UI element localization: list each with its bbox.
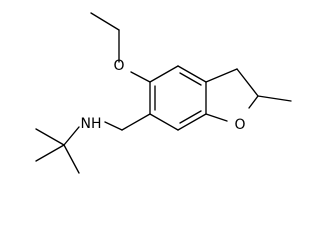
amine-bond	[63, 126, 80, 146]
ethoxy-bond	[90, 12, 120, 31]
aromatic-double-bond	[179, 110, 202, 124]
aromatic-bond	[149, 113, 179, 131]
methylene-bond	[121, 113, 151, 131]
ethoxy-bond	[130, 71, 151, 83]
benzene-ring	[149, 65, 207, 131]
ring-bond	[236, 68, 259, 97]
tert-butylaminomethyl-group	[35, 113, 151, 174]
amine-atom-label: NH	[81, 116, 102, 132]
tert-butyl-bond	[35, 128, 65, 146]
aromatic-double-bond	[179, 72, 202, 86]
aromatic-bond	[177, 65, 207, 83]
methyl-bond	[257, 95, 292, 102]
amine-bond	[104, 121, 123, 131]
tert-butyl-bond	[63, 144, 80, 174]
tert-butyl-bond	[35, 144, 65, 162]
ring-bond	[205, 68, 238, 83]
oxygen-atom-label: O	[113, 58, 124, 74]
ring-bond	[248, 95, 259, 109]
aromatic-bond	[149, 65, 179, 83]
ethoxy-group	[90, 12, 151, 83]
ring-bond	[205, 113, 228, 122]
aromatic-bond	[177, 113, 207, 131]
molecule-structure: O NH O	[35, 12, 292, 174]
ring-oxygen-atom-label: O	[234, 117, 245, 133]
dihydrofuran-ring	[205, 68, 292, 122]
